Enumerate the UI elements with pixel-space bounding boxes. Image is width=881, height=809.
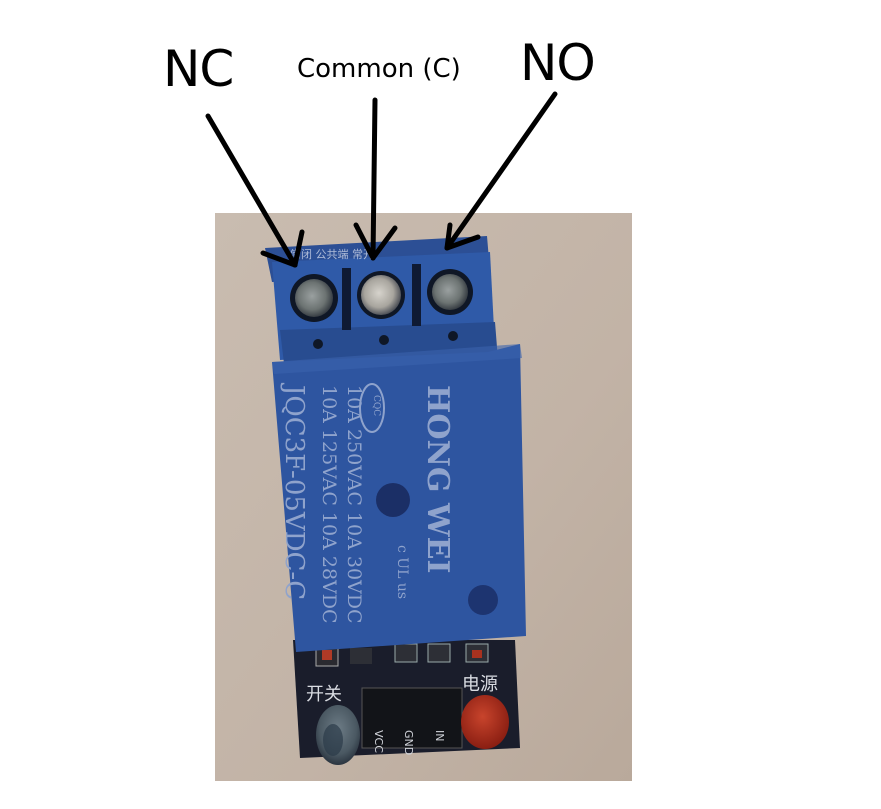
- common-screw: [361, 275, 401, 315]
- relay-model: JQC3F-05VDC-C: [279, 382, 309, 600]
- no-screw: [432, 274, 468, 310]
- relay-body: HONG WEI 10A 250VAC 10A 30VDC 10A 125VAC…: [272, 344, 526, 652]
- nc-label: NC: [163, 40, 234, 98]
- cqc-mark: CQC: [371, 395, 381, 416]
- nc-screw: [295, 279, 333, 317]
- cqc-logo: [359, 383, 385, 433]
- pcb-board: 开关 电源 VCC GND IN: [293, 640, 520, 765]
- svg-text:常闭 公共端 常开: 常闭 公共端 常开: [290, 248, 374, 261]
- terminal-divider: [412, 264, 421, 326]
- common-label: Common (C): [297, 54, 461, 84]
- power-silkscreen: 电源: [462, 674, 498, 695]
- relay-brand: HONG WEI: [420, 385, 455, 574]
- pin-gnd-label: GND: [402, 730, 415, 755]
- pin-vcc-label: VCC: [372, 730, 385, 753]
- terminal-divider: [342, 268, 351, 330]
- relay-rating-2: 10A 125VAC 10A 28VDC: [318, 385, 340, 624]
- ul-mark: c UL us: [394, 545, 410, 599]
- relay-rating-1: 10A 250VAC 10A 30VDC: [343, 385, 365, 624]
- switch-silkscreen: 开关: [306, 684, 342, 705]
- pin-in-label: IN: [433, 730, 446, 741]
- relay-hole: [376, 483, 410, 517]
- no-label: NO: [520, 34, 596, 92]
